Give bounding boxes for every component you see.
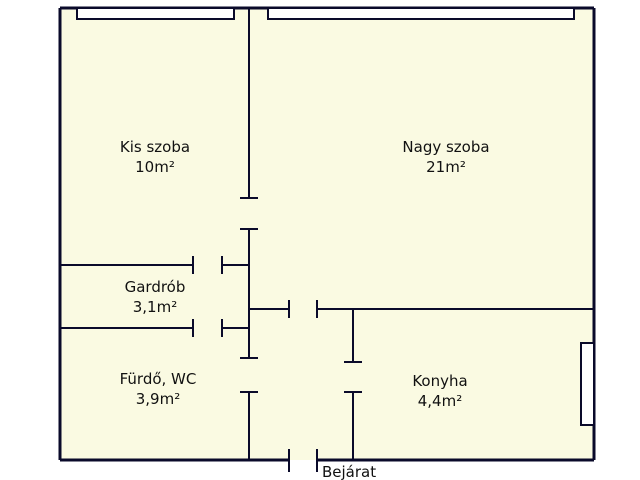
room-name: Gardrób: [125, 278, 186, 296]
room-area: 3,9m²: [136, 390, 180, 408]
floor-area: [60, 8, 594, 460]
room-name: Kis szoba: [120, 138, 190, 156]
room-label-furdo-wc: Fürdő, WC 3,9m²: [120, 370, 197, 408]
room-area: 3,1m²: [133, 298, 177, 316]
window-nagy-szoba: [267, 7, 575, 20]
room-label-konyha: Konyha 4,4m²: [412, 372, 467, 410]
room-name: Fürdő, WC: [120, 370, 197, 388]
top-windows: [76, 7, 575, 20]
room-area: 10m²: [135, 158, 175, 176]
room-label-kis-szoba: Kis szoba 10m²: [120, 138, 190, 176]
window-kis-szoba: [76, 7, 235, 20]
window-konyha: [580, 342, 595, 426]
interior-walls: [60, 8, 594, 460]
entrance-label: Bejárat: [322, 463, 376, 480]
room-name: Nagy szoba: [402, 138, 489, 156]
room-area: 4,4m²: [418, 392, 462, 410]
room-area: 21m²: [426, 158, 466, 176]
room-label-nagy-szoba: Nagy szoba 21m²: [402, 138, 489, 176]
room-name: Konyha: [412, 372, 467, 390]
room-label-gardrob: Gardrób 3,1m²: [125, 278, 186, 316]
